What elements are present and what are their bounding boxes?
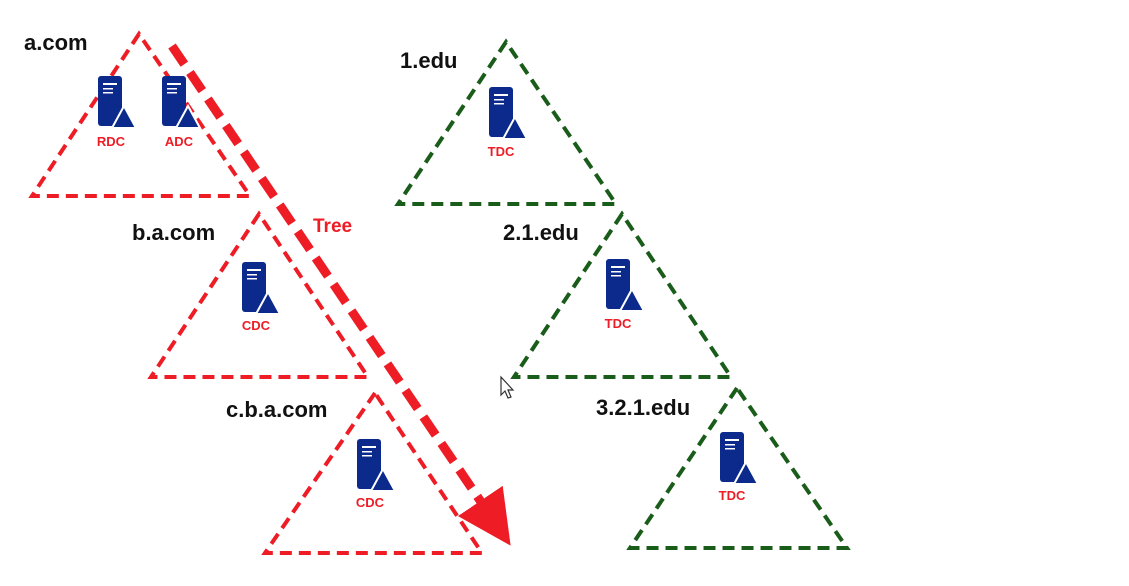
server-label: ADC (165, 134, 194, 149)
domain-1-edu: 1.edu TDC (394, 38, 620, 206)
server-tdc: TDC (605, 258, 645, 331)
domain-3-2-1-edu: 3.2.1.edu TDC (596, 384, 851, 550)
server-icon (356, 438, 396, 492)
server-cdc: CDC (356, 438, 396, 510)
domain-label: 3.2.1.edu (596, 395, 690, 420)
domain-c-b-a-com: c.b.a.com CDC (226, 389, 486, 555)
tree-arrow-line (168, 43, 511, 546)
domain-b-a-com: b.a.com CDC (132, 210, 372, 379)
domain-triangle (510, 210, 735, 379)
domain-label: 2.1.edu (503, 220, 579, 245)
tree-arrow: Tree (168, 43, 511, 546)
tree-arrow-label: Tree (313, 216, 352, 237)
domain-label: a.com (24, 30, 88, 55)
domain-2-1-edu: 2.1.edu TDC (503, 210, 735, 379)
domain-a-com: a.com RDC ADC (24, 30, 254, 198)
server-icon (97, 75, 137, 129)
server-tdc: TDC (719, 431, 759, 503)
domain-triangle (28, 30, 254, 198)
domain-triangle (147, 210, 372, 379)
server-rdc: RDC (97, 75, 137, 149)
server-label: TDC (719, 488, 746, 503)
domain-triangle (394, 38, 620, 206)
domain-triangle (261, 389, 486, 555)
server-icon (719, 431, 759, 485)
server-label: RDC (97, 134, 126, 149)
server-icon (241, 261, 281, 315)
server-icon (605, 258, 645, 312)
server-label: CDC (242, 318, 271, 333)
domain-triangle (626, 384, 851, 550)
domain-label: b.a.com (132, 220, 215, 245)
server-label: TDC (605, 316, 632, 331)
domain-label: 1.edu (400, 48, 457, 73)
server-cdc: CDC (241, 261, 281, 333)
server-label: TDC (488, 144, 515, 159)
server-label: CDC (356, 495, 385, 510)
mouse-pointer-icon (500, 375, 515, 399)
server-icon (488, 86, 528, 140)
server-adc: ADC (161, 75, 201, 149)
domain-label: c.b.a.com (226, 397, 327, 422)
server-tdc: TDC (488, 86, 528, 159)
